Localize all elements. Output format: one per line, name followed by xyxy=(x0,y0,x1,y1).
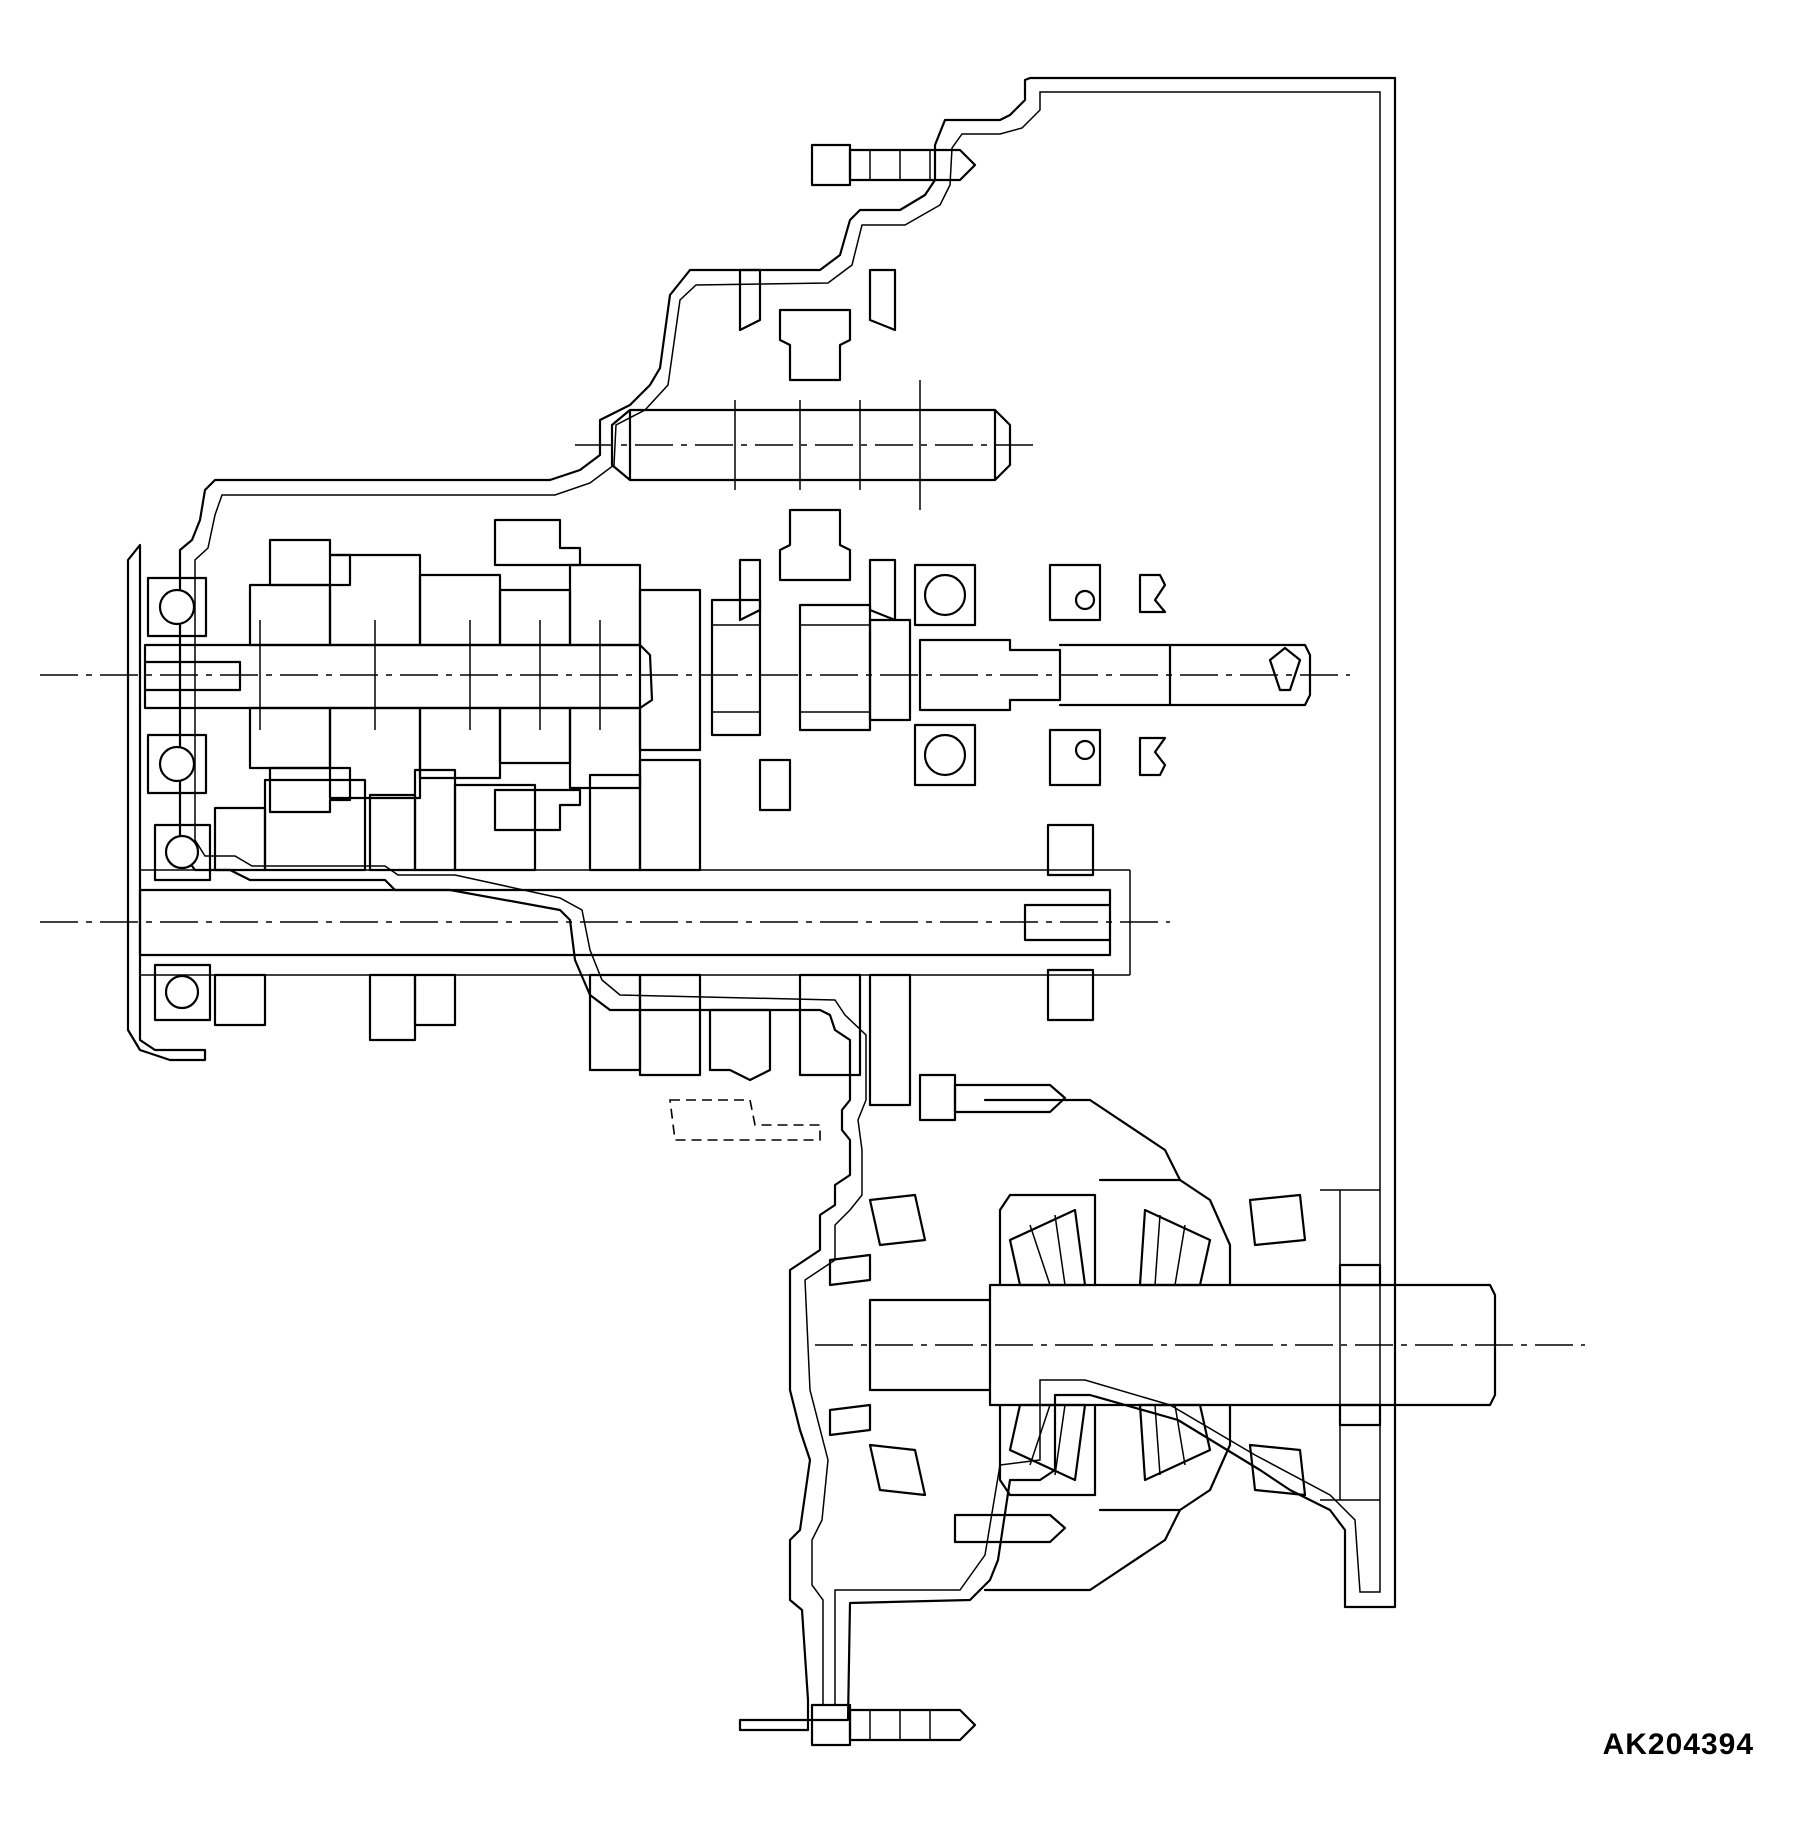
differential-axle-shaft xyxy=(868,1283,1497,1407)
gear-3 xyxy=(418,573,502,647)
differential-case xyxy=(998,1178,1232,1512)
left-end-cover xyxy=(126,543,207,1062)
gear-5 xyxy=(568,563,642,647)
final-drive-ring-gear xyxy=(983,1098,1182,1592)
inner-case-wall xyxy=(194,91,1381,1706)
bell-housing-lip xyxy=(1320,1189,1380,1501)
gear-9 xyxy=(498,706,572,765)
figure-id-label: AK204394 xyxy=(1602,1728,1754,1761)
left-ball-bearing-upper xyxy=(146,576,208,638)
input-gear-pack xyxy=(248,518,642,832)
input-shaft-output-end xyxy=(918,638,1312,712)
gear-6 xyxy=(248,706,332,770)
output-shaft-needle-bearing-right xyxy=(1046,823,1095,1022)
input-shaft xyxy=(143,643,654,710)
output-shaft-bearing-left xyxy=(153,823,212,1022)
gear-4 xyxy=(498,588,572,647)
synchro-hub-upper xyxy=(268,518,582,587)
gear-8 xyxy=(418,706,502,780)
output-oil-seal xyxy=(1048,563,1167,787)
synchro-hub-lower xyxy=(268,766,582,832)
countershaft xyxy=(610,408,1012,482)
countershaft-gear xyxy=(734,268,921,622)
differential-bolt-lower xyxy=(953,1513,1067,1544)
outer-case-outline xyxy=(178,76,1397,1732)
spline-end xyxy=(1268,646,1302,692)
top-mounting-bolt xyxy=(810,143,977,187)
center-drive-gears xyxy=(638,588,912,752)
shaft-spacer-lines xyxy=(259,620,601,730)
differential-bolt-upper xyxy=(918,1073,1067,1122)
gear-1 xyxy=(248,583,332,647)
differential-tapered-bearings xyxy=(868,1193,1307,1497)
output-gear-pack xyxy=(213,758,912,1107)
right-ball-bearing xyxy=(913,563,977,787)
bottom-mounting-bolt xyxy=(810,1703,977,1747)
left-ball-bearing-lower xyxy=(146,733,208,795)
differential-pinion-gears xyxy=(1008,1208,1212,1482)
reverse-idler-dashed xyxy=(669,1099,821,1141)
